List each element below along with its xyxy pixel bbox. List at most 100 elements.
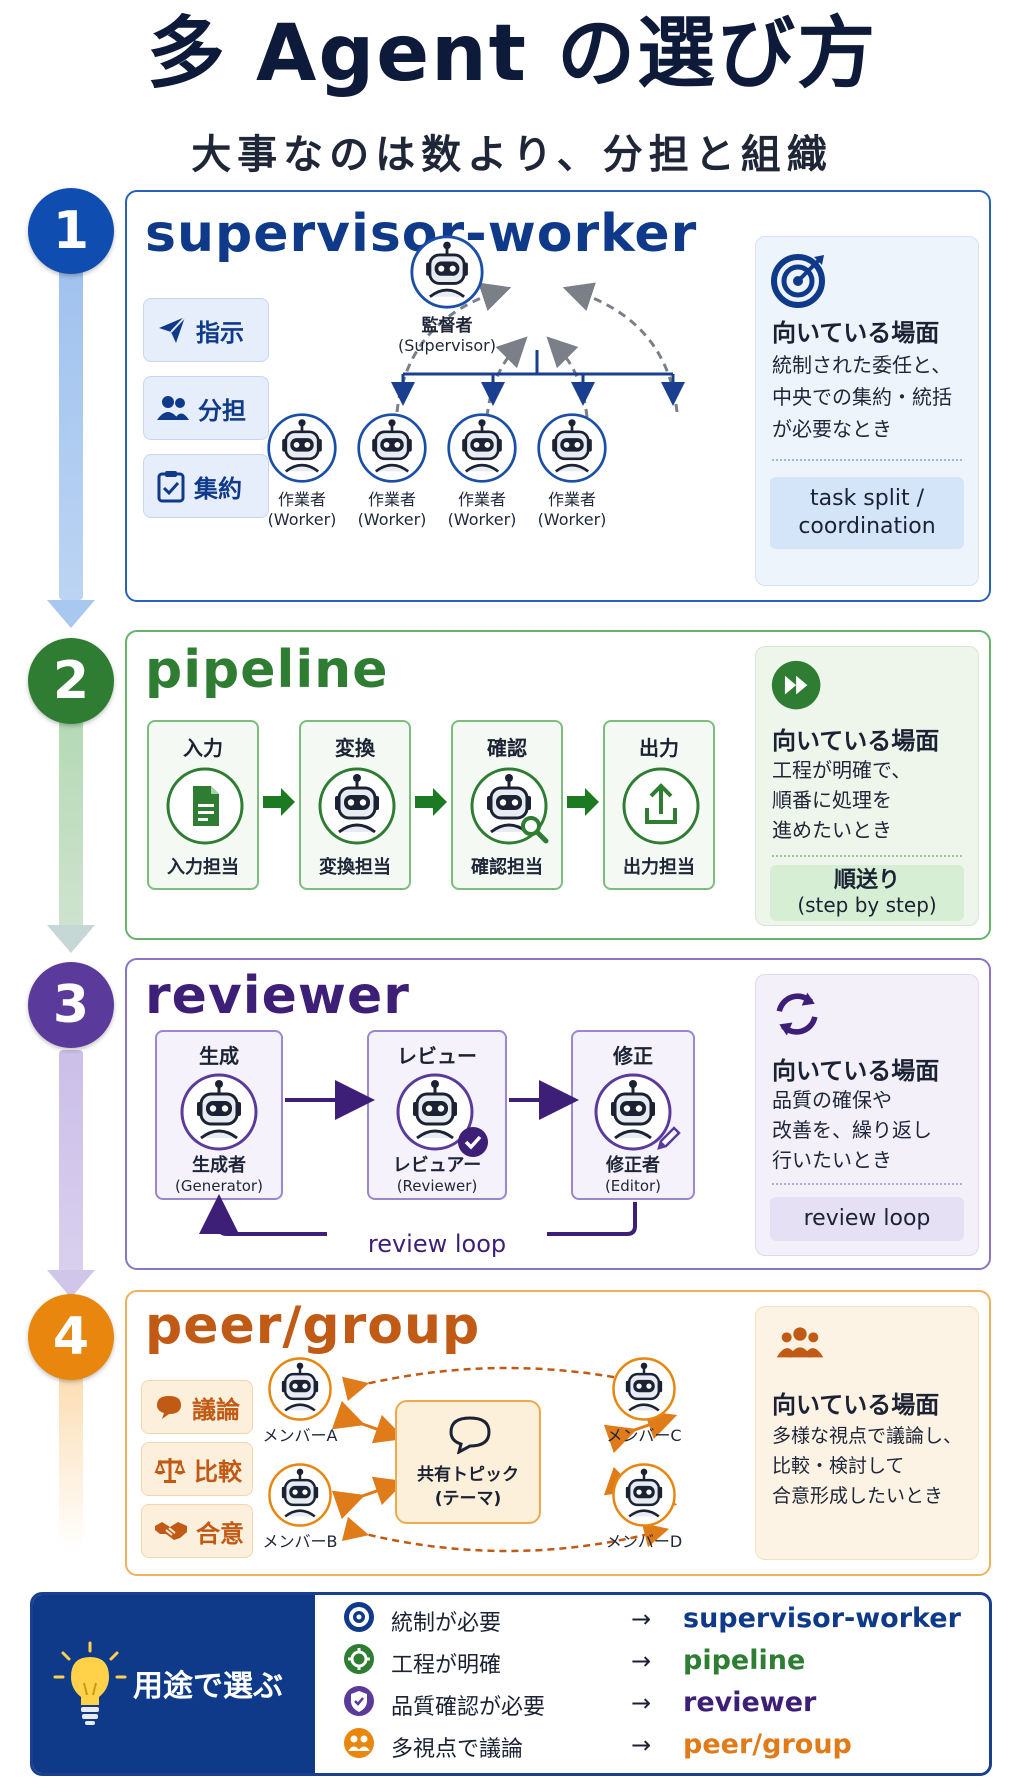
reviewer-stage-reviewer: レビュー レビュアー (Reviewer) [367,1030,507,1200]
shared-topic-sub: (テーマ) [434,1489,502,1509]
member-a-label: メンバーA [262,1426,338,1445]
shared-topic-box: 共有トピック (テーマ) [395,1400,541,1524]
section-supervisor-worker: supervisor-worker 指示 分担 集約 監督者 (Supervis… [125,190,991,602]
guide-arrow: → [631,1689,652,1717]
worker-robot-icon [536,412,608,484]
guide-condition: 多視点で議論 [391,1737,524,1762]
pill-label: 集約 [194,474,242,503]
use-case-card: 向いている場面 工程が明確で、順番に処理を進めたいとき 順送り(step by … [755,646,979,926]
use-case-description: 品質の確保や改善を、繰り返し行いたいとき [772,1088,932,1172]
guide-target: supervisor-worker [683,1603,961,1634]
pill-agree: 合意 [141,1504,253,1558]
send-icon [159,316,186,343]
pill-label: 指示 [196,318,244,347]
worker-caption: 作業者(Worker) [537,490,607,529]
group-icon [776,1327,824,1358]
timeline-line-1 [59,230,83,600]
supervisor-robot-icon [409,234,485,310]
magnifier-icon [521,816,549,844]
share-icon [622,767,700,845]
guide-condition: 工程が明確 [391,1653,502,1678]
use-case-card: 向いている場面 多様な視点で議論し、比較・検討して合意形成したいとき [755,1306,979,1560]
timeline: 1 2 3 4 [0,0,140,1600]
fast-forward-icon [771,660,821,710]
lightbulb-icon [53,1641,127,1725]
member-robot-icon [267,1462,333,1528]
section-reviewer: reviewer 生成 生成者 (Generator) レビュー レビュアー (… [125,958,991,1270]
timeline-arrow-1 [47,600,95,628]
target-icon [771,254,825,308]
use-case-chip: 順送り(step by step) [770,865,964,921]
pill-label: 分担 [198,396,246,425]
worker-robot-icon [266,412,338,484]
member-c-label: メンバーC [606,1426,682,1445]
pill-instruct: 指示 [143,298,269,362]
page-subtitle: 大事なのは数より、分担と組織 [191,132,833,178]
supervisor-caption: 監督者 (Supervisor) [357,316,537,356]
use-case-heading: 向いている場面 [772,1391,940,1419]
worker-robot-icon [356,412,428,484]
use-case-description: 工程が明確で、順番に処理を進めたいとき [772,758,912,842]
use-case-heading: 向いている場面 [772,319,940,347]
timeline-line-4 [59,1370,83,1550]
timeline-arrow-3 [47,1270,95,1298]
member-b-label: メンバーB [262,1532,338,1551]
guide-target: reviewer [683,1687,817,1718]
people-icon [157,396,189,420]
guide-row-peer [343,1723,989,1763]
review-loop-label: review loop [327,1230,547,1258]
member-d-label: メンバーD [605,1532,683,1551]
worker-caption: 作業者(Worker) [447,490,517,529]
guide-condition: 品質確認が必要 [391,1695,546,1720]
divider [772,855,962,857]
guide-arrow: → [631,1605,652,1633]
pipeline-stage-transform: 変換 変換担当 [299,720,411,890]
check-badge-icon [458,1127,488,1157]
chat-icon [157,1396,181,1419]
pencil-icon [657,1126,681,1150]
section-number-4: 4 [28,1294,114,1380]
selection-guide: 用途で選ぶ 統制が必要 → supervisor-worker 工程が明確 → … [30,1592,992,1776]
handshake-icon [155,1522,187,1540]
section-title: reviewer [145,966,410,1026]
use-case-card: 向いている場面 品質の確保や改善を、繰り返し行いたいとき review loop [755,974,979,1256]
pill-label: 比較 [194,1457,242,1486]
timeline-arrow-2 [47,925,95,953]
clipboard-check-icon [157,471,185,503]
section-number-2: 2 [28,638,114,724]
guide-row-supervisor [343,1597,989,1637]
timeline-line-3 [59,1050,83,1275]
member-robot-icon [611,1356,677,1422]
group-icon [344,1728,374,1758]
pipeline-stage-check: 確認 確認担当 [451,720,563,890]
role-english: (Editor) [604,1177,662,1195]
worker-caption: 作業者(Worker) [357,490,427,529]
timeline-line-2 [59,720,83,930]
section-peer-group: peer/group 議論 比較 合意 メンバーA メンバーB メンバーC メン… [125,1290,991,1576]
use-case-description: 多様な視点で議論し、比較・検討して合意形成したいとき [772,1425,963,1507]
pill-label: 合意 [196,1519,244,1548]
role-english: (Generator) [175,1177,263,1195]
pill-divide: 分担 [143,376,269,440]
supervisor-role: (Supervisor) [398,336,496,355]
divider [772,1183,962,1185]
role-english: (Reviewer) [396,1177,478,1195]
gear-icon [344,1644,374,1674]
section-pipeline: pipeline 入力 入力担当 変換 変換担当 確認 確認担当 出力 出力担当… [125,630,991,940]
divider [772,459,962,461]
use-case-chip: task split /coordination [770,477,964,549]
worker-caption: 作業者(Worker) [267,490,337,529]
scale-icon [154,1458,186,1483]
shield-check-icon [344,1686,374,1716]
guide-target: pipeline [683,1645,806,1676]
guide-row-reviewer [343,1681,989,1721]
section-number-3: 3 [28,962,114,1048]
section-title: peer/group [145,1296,481,1356]
pill-aggregate: 集約 [143,454,269,518]
guide-arrow: → [631,1647,652,1675]
member-robot-icon [267,1356,333,1422]
shared-topic-label: 共有トピック [417,1465,519,1485]
reviewer-stage-generator: 生成 生成者 (Generator) [155,1030,283,1200]
role-name: 修正者 [606,1155,660,1176]
guide-row-pipeline [343,1639,989,1679]
